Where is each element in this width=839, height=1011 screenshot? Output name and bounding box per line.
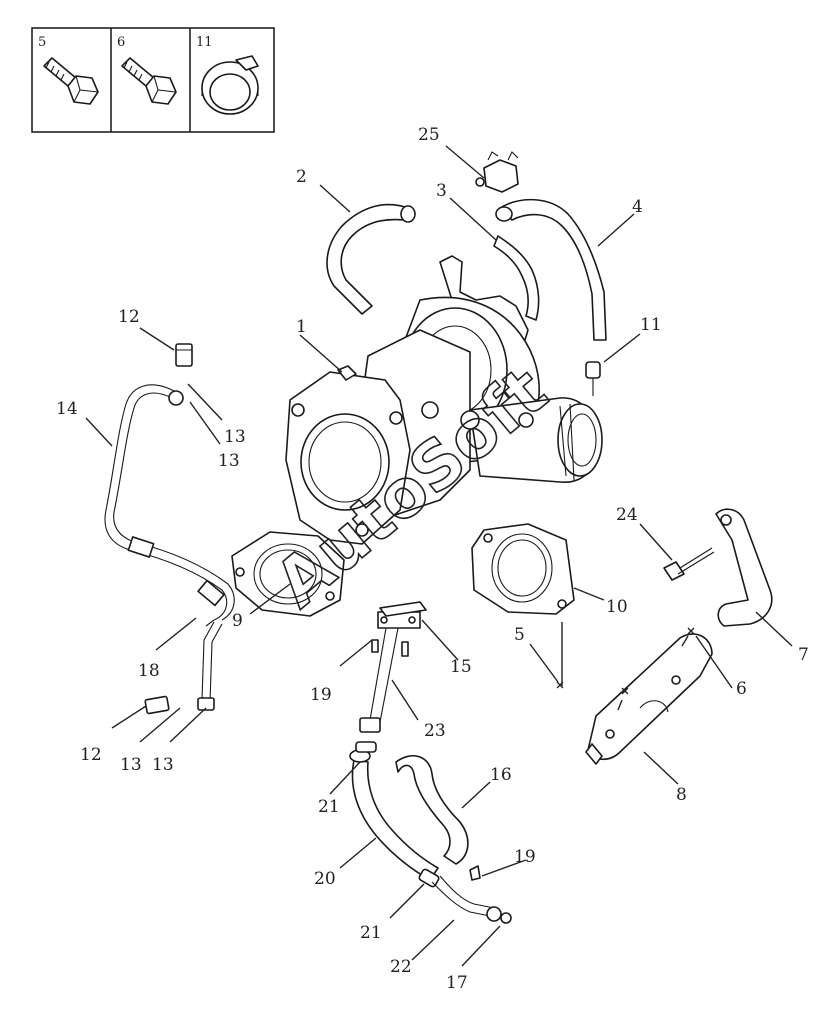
solenoid-valve-25 (475, 151, 519, 193)
callout-6: 6 (736, 679, 747, 699)
callout-21-upper: 21 (318, 797, 340, 817)
bolt-24 (663, 547, 715, 581)
callout-16: 16 (490, 765, 512, 785)
callout-21-lower: 21 (360, 923, 382, 943)
callout-4: 4 (632, 197, 643, 217)
callout-12-top: 12 (118, 307, 140, 327)
callout-7: 7 (798, 645, 809, 665)
pipe-22 (431, 875, 502, 922)
parts-legend: 5 6 11 (31, 27, 275, 133)
callout-17: 17 (446, 973, 468, 993)
callout-22: 22 (390, 957, 412, 977)
hose-2 (326, 203, 409, 315)
bolt-icon (43, 57, 99, 105)
bolt-19-lower (469, 865, 481, 881)
gasket-9 (231, 531, 345, 617)
callout-14: 14 (56, 399, 78, 419)
gasket-10 (471, 523, 575, 615)
legend-number-11: 11 (196, 35, 213, 50)
callout-25: 25 (418, 125, 440, 145)
callout-5: 5 (514, 625, 525, 645)
clamp-21-top (355, 741, 377, 753)
callout-8: 8 (676, 785, 687, 805)
seal-17 (500, 912, 512, 924)
callout-labels: 1 2 3 4 5 6 7 8 9 10 11 12 12 13 13 13 1… (56, 125, 809, 993)
banjo-bolt-12-bottom (144, 695, 170, 715)
banjo-bolt-12-top (175, 343, 193, 367)
bolt-19 (371, 639, 409, 657)
callout-13-a: 13 (224, 427, 246, 447)
callout-3: 3 (436, 181, 447, 201)
callout-2: 2 (296, 167, 307, 187)
callout-11: 11 (640, 315, 662, 335)
callout-12-bottom: 12 (80, 745, 102, 765)
callout-24: 24 (616, 505, 638, 525)
oil-return-pipe-23 (359, 611, 421, 733)
callout-23: 23 (424, 721, 446, 741)
heat-shield-8 (585, 633, 713, 765)
reference-marks (556, 627, 695, 711)
callout-13-c: 13 (120, 755, 142, 775)
legend-number-6: 6 (117, 35, 125, 50)
gasket-15 (379, 601, 427, 617)
bracket-7 (715, 508, 773, 627)
turbocharger (285, 255, 603, 545)
callout-20: 20 (314, 869, 336, 889)
callout-1: 1 (296, 317, 307, 337)
clamp-11 (585, 361, 601, 396)
hose-clamp-icon (201, 55, 259, 115)
callout-10: 10 (606, 597, 628, 617)
callout-19-upper: 19 (310, 685, 332, 705)
callout-13-d: 13 (152, 755, 174, 775)
bolt-icon (121, 57, 177, 105)
leader-lines (85, 145, 793, 967)
oil-feed-pipe-14 (104, 384, 235, 711)
callout-19-lower: 19 (514, 847, 536, 867)
callout-13-b: 13 (218, 451, 240, 471)
callout-15: 15 (450, 657, 472, 677)
hose-3 (493, 235, 540, 321)
hose-16 (395, 754, 469, 865)
legend-number-5: 5 (38, 35, 46, 50)
clamp-21-bottom (418, 868, 440, 888)
callout-9: 9 (232, 611, 243, 631)
hose-4 (499, 198, 607, 341)
callout-18: 18 (138, 661, 160, 681)
